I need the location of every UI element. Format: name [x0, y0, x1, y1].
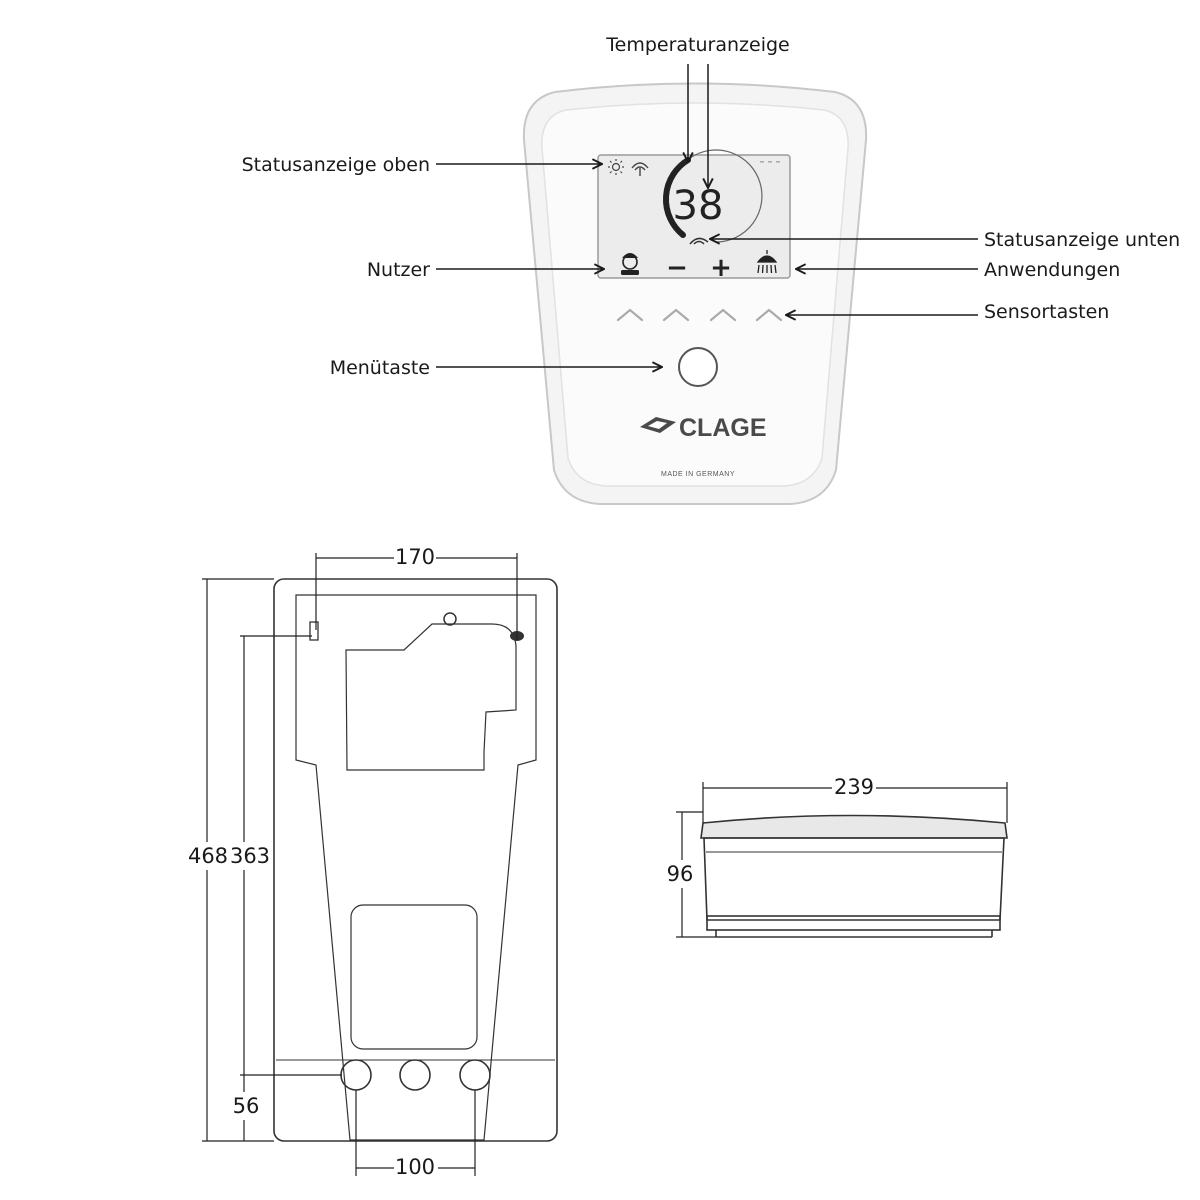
lcd-corner-marks — [760, 161, 780, 163]
callout-sensortasten: Sensortasten — [984, 301, 1109, 323]
shower-icon — [756, 250, 778, 274]
wifi-icon — [631, 162, 649, 176]
made-in-label: MADE IN GERMANY — [661, 471, 735, 478]
callout-temperaturanzeige: Temperaturanzeige — [605, 34, 789, 56]
dimension-mount-height: 363 — [230, 844, 270, 868]
side-base — [706, 915, 1001, 931]
clage-logo-icon — [640, 417, 676, 433]
temperature-arc — [663, 157, 691, 238]
side-top-cover — [700, 814, 1008, 839]
dimension-bottom-offset: 56 — [233, 1094, 260, 1118]
callout-statusanzeige-oben: Statusanzeige oben — [242, 154, 430, 176]
callout-statusanzeige-unten: Statusanzeige unten — [984, 229, 1180, 251]
chevron-up-icon[interactable] — [662, 308, 690, 322]
chevron-up-icon[interactable] — [616, 308, 644, 322]
sensor-keys — [616, 308, 783, 322]
mounting-frame — [345, 623, 517, 771]
dimension-side-width: 239 — [834, 775, 874, 799]
callout-menuetaste: Menütaste — [330, 357, 430, 379]
temperature-value: 38 — [673, 183, 724, 229]
chevron-up-icon[interactable] — [709, 308, 737, 322]
front-view-drawing: 170 468 363 56 100 — [186, 544, 558, 1180]
pipe-connection-right — [459, 1059, 491, 1091]
pipe-connection-left — [340, 1059, 372, 1091]
mounting-hole-left — [309, 621, 319, 641]
lcd-screen: 38 − + — [597, 149, 791, 283]
plus-symbol: + — [710, 253, 732, 283]
minus-symbol: − — [666, 253, 688, 283]
brand-name: CLAGE — [679, 414, 767, 442]
pipe-connection-center — [399, 1059, 431, 1091]
control-panel: 38 − + — [522, 82, 868, 505]
side-body — [703, 837, 1005, 921]
dimension-bottom-spacing: 100 — [395, 1155, 435, 1179]
housing-outline — [273, 578, 558, 1142]
menu-button-icon[interactable] — [678, 347, 718, 387]
temperature-ring — [689, 149, 763, 243]
sun-icon — [608, 159, 624, 175]
chevron-up-icon[interactable] — [755, 308, 783, 322]
dimension-side-depth: 96 — [667, 862, 694, 886]
top-fitting — [443, 612, 457, 626]
callout-nutzer: Nutzer — [367, 259, 430, 281]
user-face-icon — [621, 253, 639, 275]
side-view-drawing: 239 96 — [662, 774, 1008, 938]
status-flow-icon — [689, 237, 709, 245]
dimension-total-height: 468 — [188, 844, 228, 868]
callouts: Temperaturanzeige Statusanzeige oben Nut… — [242, 34, 1181, 379]
inner-cover-outline — [295, 594, 537, 1141]
callout-anwendungen: Anwendungen — [984, 259, 1120, 281]
dimension-top-width: 170 — [395, 545, 435, 569]
lower-window — [350, 904, 478, 1050]
